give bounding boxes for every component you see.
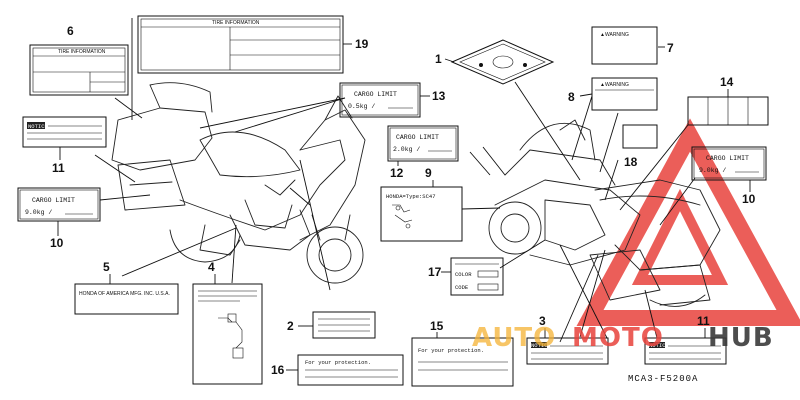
label-8-warning: ▲WARNING — [591, 77, 658, 111]
callout-15: 15 — [430, 319, 444, 333]
callout-5: 5 — [103, 260, 110, 274]
label-3-notice: NOTICE — [526, 337, 609, 365]
label-18 — [622, 124, 658, 149]
cargo-10a-value: 9.0kg / — [25, 209, 52, 216]
notice-11b-text: NOTICE — [649, 342, 670, 349]
callout-9: 9 — [425, 166, 432, 180]
label-7-warning: ▲WARNING — [591, 26, 658, 65]
callout-8: 8 — [568, 90, 575, 104]
callout-3: 3 — [539, 314, 546, 328]
tire-info-small-title: TIRE INFORMATION — [58, 49, 106, 55]
cargo-13-title: CARGO LIMIT — [354, 91, 397, 98]
label-19-tire-information: TIRE INFORMATION — [137, 15, 344, 74]
honda-type-text: HONDA=Type:SC47 — [386, 193, 436, 200]
callout-11a: 11 — [52, 161, 65, 175]
watermark-logo — [576, 118, 800, 326]
watermark-auto: AUTO — [472, 323, 556, 353]
label-10b-cargo-limit: CARGO LIMIT 9.0kg / — [691, 146, 767, 181]
motorcycle-right-view — [488, 119, 721, 307]
callout-16: 16 — [271, 363, 285, 377]
label-11b-notice: NOTICE — [644, 337, 727, 365]
callout-7: 7 — [667, 41, 674, 55]
protection-16-text: For your protection. — [305, 359, 371, 366]
watermark-text: AUTO MOTO HUB — [472, 323, 774, 353]
motorcycle-left-view — [111, 82, 366, 284]
watermark-moto: MOTO — [572, 323, 664, 353]
callout-18: 18 — [624, 155, 638, 169]
label-5-honda-of-america: HONDA OF AMERICA MFG. INC. U.S.A. — [74, 283, 179, 315]
callout-numbers: 6 19 1 7 8 14 13 11 12 9 18 10 10 5 4 17… — [50, 24, 756, 377]
protection-15-text: For your protection. — [418, 347, 484, 354]
notice-11a-text: NOTICE — [28, 123, 49, 130]
warning-8-text: ▲WARNING — [600, 82, 629, 88]
honda-america-text: HONDA OF AMERICA MFG. INC. U.S.A. — [79, 291, 170, 297]
callout-1: 1 — [435, 52, 442, 66]
cargo-13-value: 0.5kg / — [348, 103, 375, 110]
tire-info-large-title: TIRE INFORMATION — [212, 20, 260, 26]
label-14 — [687, 96, 769, 126]
callout-19: 19 — [355, 37, 369, 51]
watermark-hub: HUB — [708, 323, 774, 353]
label-17-color-code: COLOR CODE — [450, 257, 504, 296]
label-12-cargo-limit: CARGO LIMIT 2.0kg / — [387, 125, 459, 162]
label-6-tire-information: TIRE INFORMATION — [29, 44, 129, 96]
label-11a-notice: NOTICE — [22, 116, 107, 148]
callout-4: 4 — [208, 260, 215, 274]
label-13-cargo-limit: CARGO LIMIT 0.5kg / — [339, 82, 421, 118]
callout-13: 13 — [432, 89, 446, 103]
cargo-10b-title: CARGO LIMIT — [706, 155, 749, 162]
label-16-for-your-protection: For your protection. — [297, 354, 404, 386]
label-2 — [312, 311, 376, 339]
label-15-for-your-protection: For your protection. — [411, 337, 514, 387]
label-4 — [192, 283, 263, 385]
color-label-text: COLOR — [455, 271, 472, 278]
callout-6: 6 — [67, 24, 74, 38]
cargo-12-value: 2.0kg / — [393, 146, 420, 153]
callout-17: 17 — [428, 265, 442, 279]
callout-11b: 11 — [697, 314, 710, 328]
leader-lines — [94, 18, 696, 343]
callout-2: 2 — [287, 319, 294, 333]
code-label-text: CODE — [455, 284, 469, 291]
callout-10b: 10 — [742, 192, 756, 206]
cargo-12-title: CARGO LIMIT — [396, 134, 439, 141]
cargo-10a-title: CARGO LIMIT — [32, 197, 75, 204]
cargo-10b-value: 9.0kg / — [699, 167, 726, 174]
notice-3-text: NOTICE — [531, 342, 552, 349]
callout-10a: 10 — [50, 236, 64, 250]
label-9-honda-type: HONDA=Type:SC47 — [380, 186, 463, 242]
label-10a-cargo-limit: CARGO LIMIT 9.0kg / — [17, 187, 101, 222]
callout-14: 14 — [720, 75, 734, 89]
callout-12: 12 — [390, 166, 404, 180]
diagram-code: MCA3-F5200A — [628, 374, 698, 384]
warning-7-text: ▲WARNING — [600, 32, 629, 38]
label-1-emblem — [450, 39, 555, 85]
